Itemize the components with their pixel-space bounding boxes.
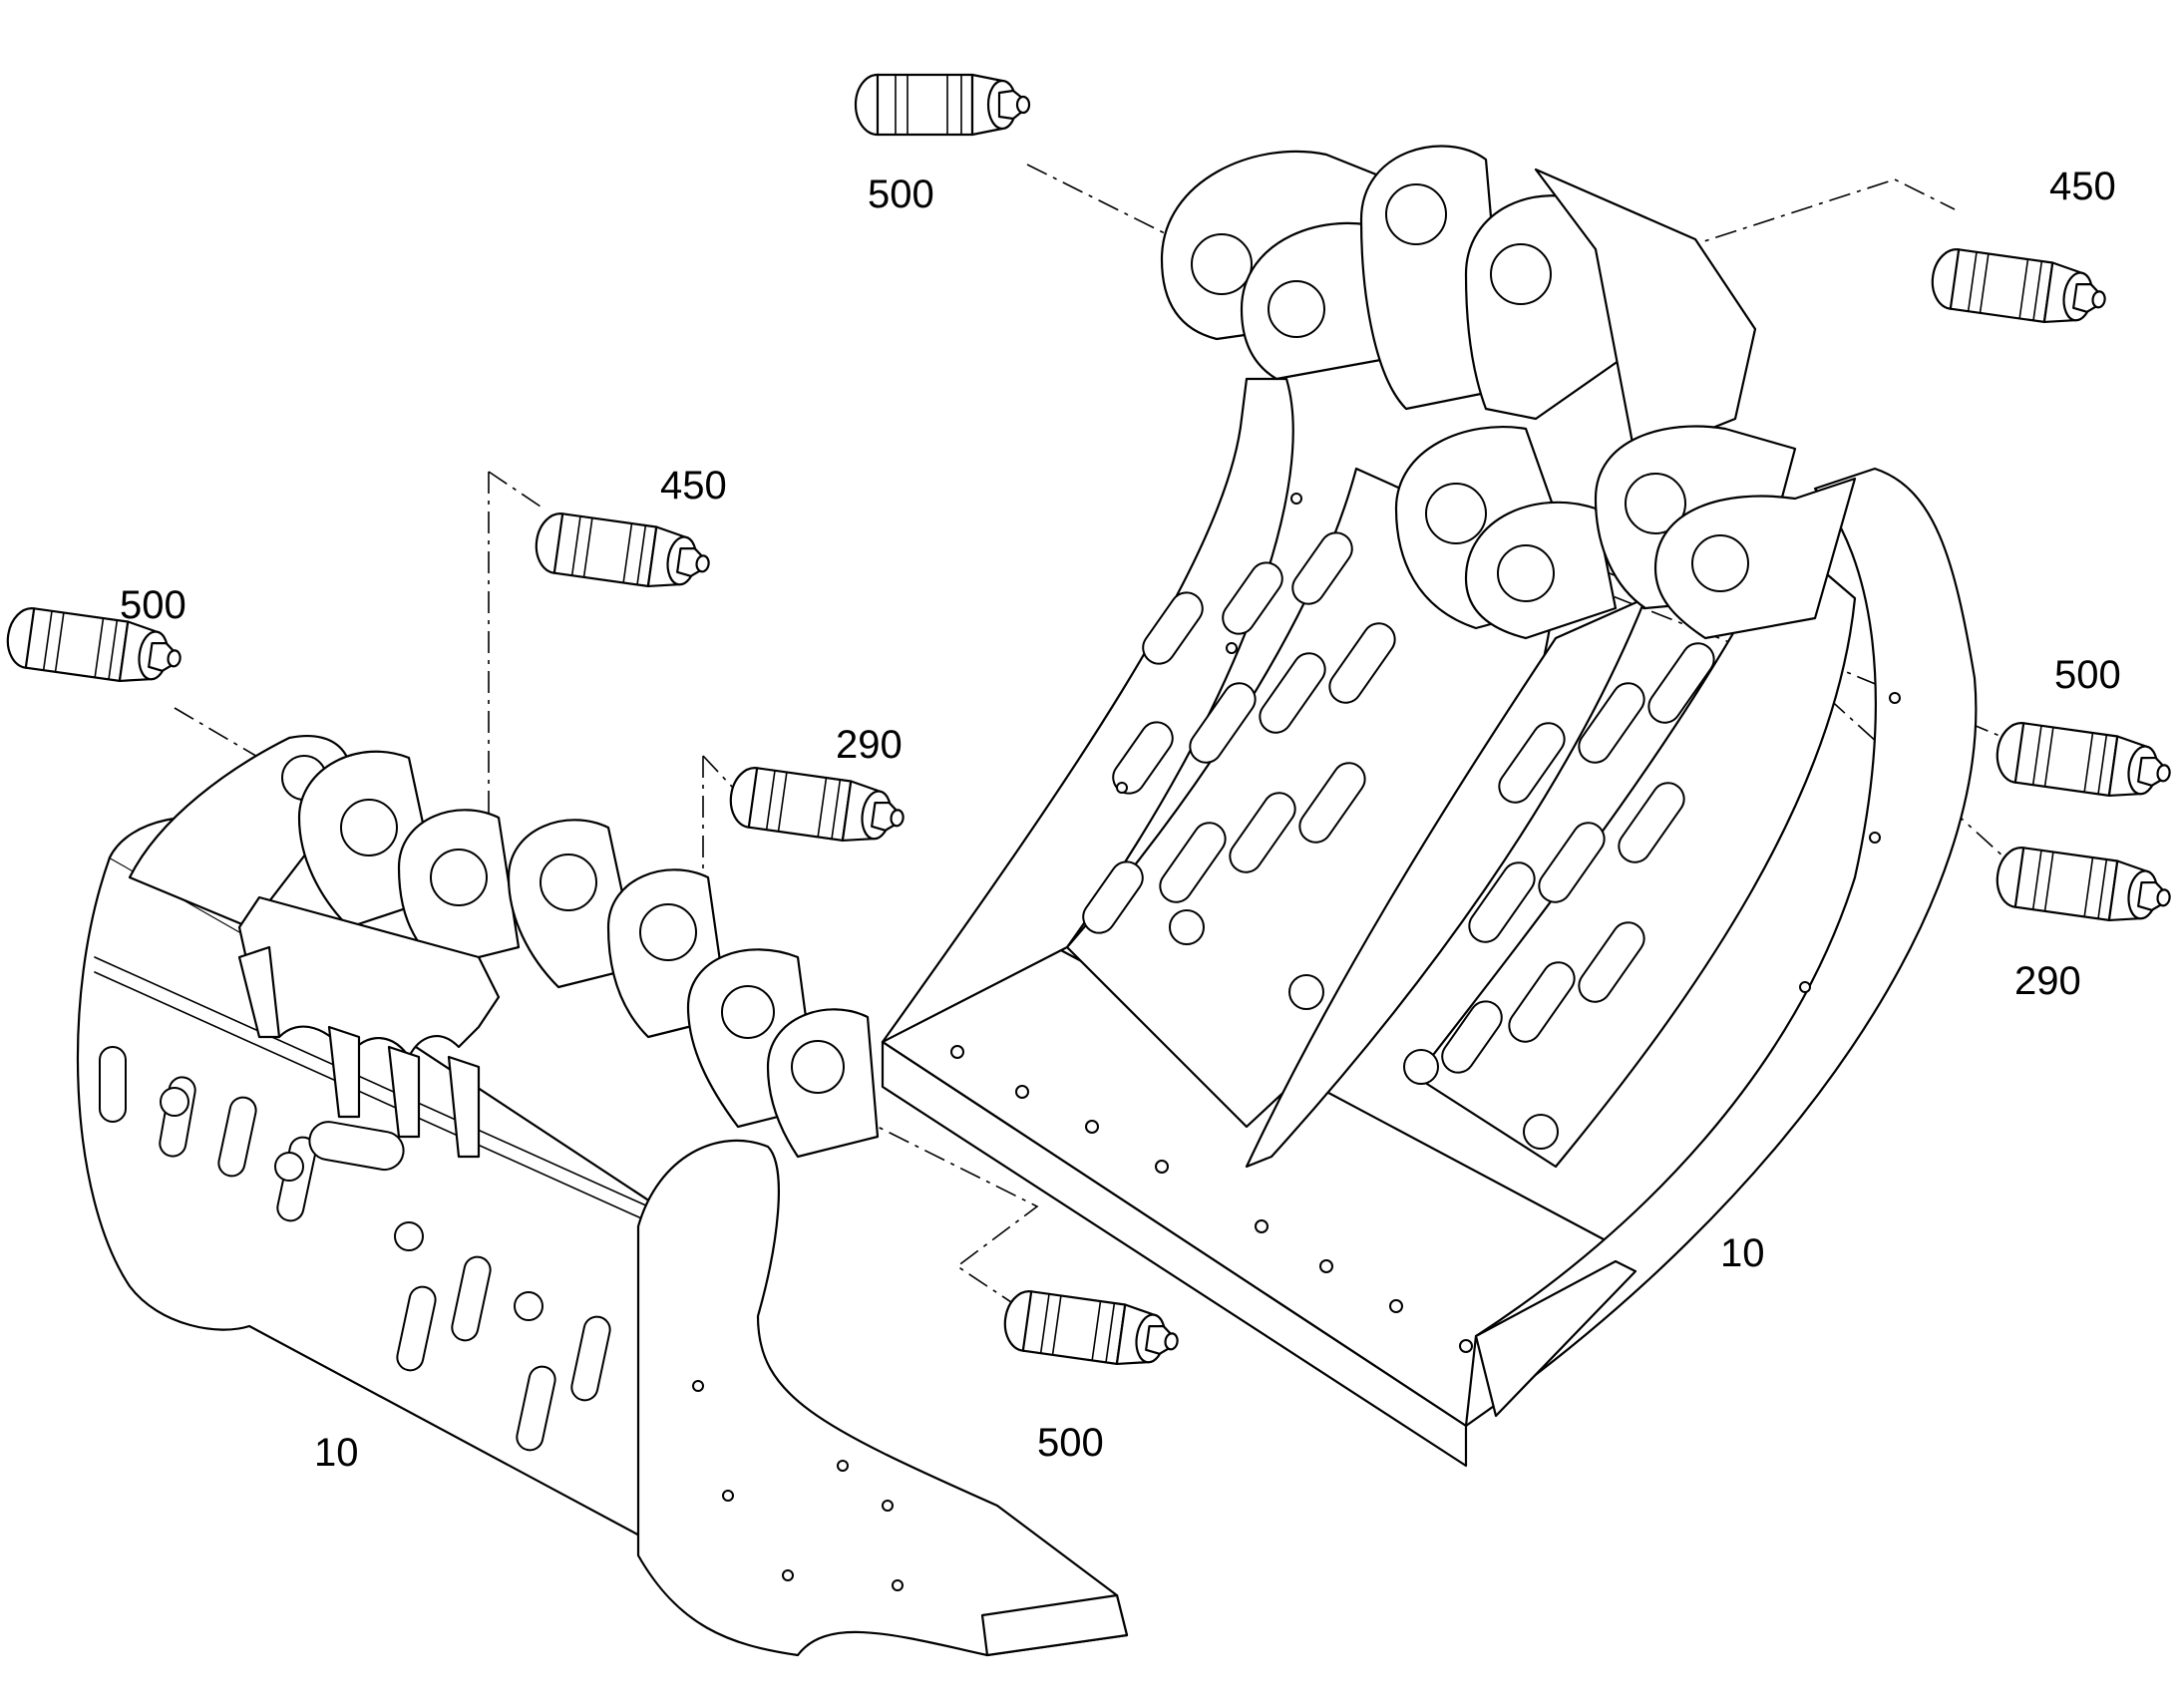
label-450-mid-left: 450	[660, 464, 727, 508]
label-290-mid: 290	[836, 723, 903, 767]
label-500-right: 500	[2054, 653, 2121, 697]
pin-500-bottom	[999, 1287, 1183, 1373]
label-500-left: 500	[120, 583, 186, 627]
pin-450-top-right	[1927, 245, 2110, 331]
pin-500-top	[854, 73, 1031, 137]
bucket-left	[76, 735, 1129, 1657]
bucket-right	[881, 145, 1978, 1468]
pin-290-mid	[725, 764, 908, 850]
pin-450-mid-left	[531, 510, 714, 595]
label-290-right: 290	[2014, 959, 2081, 1003]
label-450-top-right: 450	[2049, 165, 2116, 208]
label-500-top: 500	[868, 172, 934, 216]
label-10-right: 10	[1720, 1231, 1765, 1275]
label-10-left: 10	[314, 1431, 359, 1475]
pin-290-right	[1992, 844, 2175, 929]
label-500-bottom: 500	[1037, 1421, 1104, 1465]
pin-500-right	[1992, 719, 2175, 805]
